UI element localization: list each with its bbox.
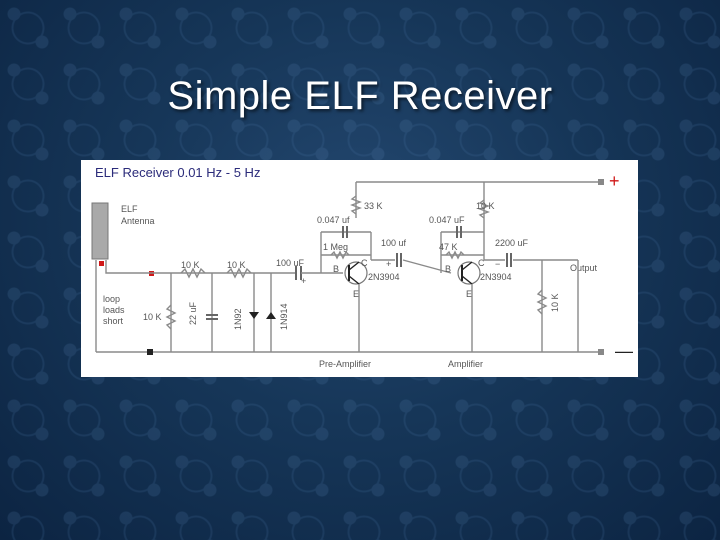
diode-a-label: 1N92 xyxy=(233,308,243,330)
c0047-a-label: 0.047 uf xyxy=(317,215,350,225)
ground-node xyxy=(147,349,153,355)
q2-pin-b: B xyxy=(445,264,451,274)
c100uf-b-plus: + xyxy=(386,259,391,269)
minus-terminal xyxy=(598,349,604,355)
resistor-output-10k xyxy=(536,289,548,315)
r10k-c-label: 10 K xyxy=(143,312,162,322)
amp-label: Amplifier xyxy=(448,359,483,369)
q1-pin-c: C xyxy=(361,258,368,268)
r10k-out-label: 10 K xyxy=(550,293,560,312)
transistor-q1-icon xyxy=(344,261,368,285)
slide-title: Simple ELF Receiver xyxy=(167,74,553,118)
c2200uf-minus: − xyxy=(495,259,500,269)
diode-b-label: 1N914 xyxy=(279,303,289,330)
r1meg-label: 1 Meg xyxy=(323,242,348,252)
q1-collector xyxy=(348,261,360,271)
q2-collector xyxy=(461,261,473,271)
circuit-diagram: ELF Receiver 0.01 Hz - 5 Hz + — ELF Ante… xyxy=(91,165,633,369)
resistor-10k-b xyxy=(226,267,252,279)
loop-label-3: short xyxy=(103,316,124,326)
loop-label-2: loads xyxy=(103,305,125,315)
plus-terminal xyxy=(598,179,604,185)
schematic-image: ELF Receiver 0.01 Hz - 5 Hz + — ELF Ante… xyxy=(81,160,638,377)
q2-emitter xyxy=(461,275,473,285)
loop-label-1: loop xyxy=(103,294,120,304)
q1-pin-b: B xyxy=(333,264,339,274)
antenna-label-2: Antenna xyxy=(121,216,155,226)
c2200uf-label: 2200 uF xyxy=(495,238,529,248)
antenna-node xyxy=(99,261,104,266)
power-minus-label: — xyxy=(615,341,633,361)
resistor-33k xyxy=(350,195,362,215)
r47k-label: 47 K xyxy=(439,242,458,252)
c100uf-a-label: 100 uF xyxy=(276,258,305,268)
resistor-47k xyxy=(445,250,465,260)
power-plus-label: + xyxy=(609,171,620,191)
q2-type-label: 2N3904 xyxy=(480,272,512,282)
preamp-label: Pre-Amplifier xyxy=(319,359,371,369)
c100uf-b-label: 100 uf xyxy=(381,238,407,248)
q1-type-label: 2N3904 xyxy=(368,272,400,282)
antenna-icon xyxy=(91,202,109,260)
r10k-a-label: 10 K xyxy=(181,260,200,270)
q2-pin-e: E xyxy=(466,289,472,299)
output-label: Output xyxy=(570,263,598,273)
r10k-d-label: 10 K xyxy=(476,201,495,211)
cap-22uf-label: 22 uF xyxy=(188,301,198,325)
resistor-10k-a xyxy=(180,267,206,279)
c100uf-a-plus: + xyxy=(301,276,306,286)
q1-emitter xyxy=(348,275,360,285)
wire-coupling-right xyxy=(402,259,452,274)
q2-pin-c: C xyxy=(478,258,485,268)
antenna-label-1: ELF xyxy=(121,204,138,214)
q1-pin-e: E xyxy=(353,289,359,299)
resistor-1meg xyxy=(330,250,350,260)
transistor-q2-icon xyxy=(457,261,481,285)
r10k-b-label: 10 K xyxy=(227,260,246,270)
diode-a-icon xyxy=(249,312,259,319)
c0047-b-label: 0.047 uF xyxy=(429,215,465,225)
diode-b-icon xyxy=(266,312,276,319)
r33k-label: 33 K xyxy=(364,201,383,211)
wire-input xyxy=(105,260,296,274)
schematic-title: ELF Receiver 0.01 Hz - 5 Hz xyxy=(95,165,260,180)
resistor-10k-d xyxy=(478,199,490,219)
resistor-10k-c xyxy=(165,304,177,330)
